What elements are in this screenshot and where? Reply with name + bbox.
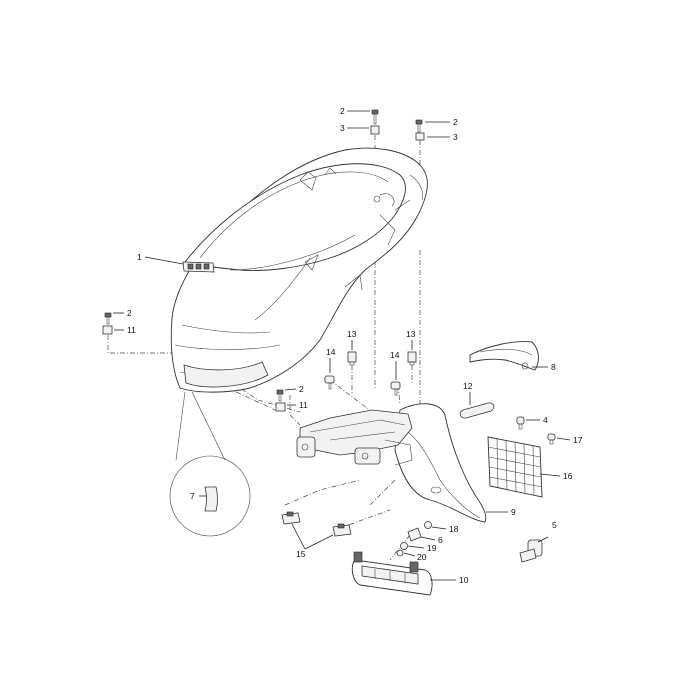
license-plate-light: [351, 551, 433, 596]
callout-12: 12: [463, 381, 473, 391]
callout-8: 8: [551, 362, 556, 372]
screw-17: [547, 433, 556, 445]
washer-19: [400, 542, 408, 550]
nut-13-left: [347, 351, 357, 366]
spacer-6: [407, 527, 422, 542]
callout-11: 11: [299, 400, 308, 410]
callout-13: 13: [406, 329, 416, 339]
callout-16: 16: [563, 471, 573, 481]
license-plate-bracket: [296, 409, 413, 466]
nut-11-left: [102, 325, 113, 335]
callout-13: 13: [347, 329, 357, 339]
detail-callout-7: [169, 391, 251, 537]
callout-3: 3: [453, 132, 458, 142]
callout-19: 19: [427, 543, 437, 553]
callout-7: 7: [190, 491, 195, 501]
callout-4: 4: [543, 415, 548, 425]
callout-labels: 1 2 3 2 3 2 11 13 13 14 14 2 11 8 12 4 1…: [127, 106, 583, 585]
callout-17: 17: [573, 435, 583, 445]
screw-14-left: [324, 375, 335, 390]
screw-2-mid: [276, 389, 284, 402]
callout-20: 20: [417, 552, 427, 562]
screw-2-left: [104, 312, 112, 325]
callout-2: 2: [299, 384, 304, 394]
clip-nuts: [281, 511, 352, 537]
nut-11-mid: [275, 402, 286, 412]
nut-13-right: [407, 351, 417, 366]
callout-15: 15: [296, 549, 306, 559]
callout-2: 2: [453, 117, 458, 127]
license-plate-grid: [487, 436, 543, 498]
screw-20: [396, 549, 404, 557]
callout-10: 10: [459, 575, 469, 585]
nut-3-top-right: [415, 132, 425, 141]
nut-3-top-left: [370, 125, 380, 135]
cowl-switch-block: [182, 261, 215, 273]
callout-9: 9: [511, 507, 516, 517]
callout-14: 14: [390, 350, 400, 360]
screw-4: [516, 416, 525, 430]
callout-2: 2: [340, 106, 345, 116]
reflector: [459, 402, 495, 419]
callout-1: 1: [137, 252, 142, 262]
leader-lines: [113, 110, 571, 581]
rear-body-cowl: [170, 147, 428, 393]
screw-14-right: [390, 381, 401, 396]
screw-2-top-right: [415, 119, 423, 133]
callout-6: 6: [438, 535, 443, 545]
fasteners: [102, 109, 556, 557]
callout-3: 3: [340, 123, 345, 133]
callout-18: 18: [449, 524, 459, 534]
callout-5: 5: [552, 520, 557, 530]
callout-14: 14: [326, 347, 336, 357]
callout-11: 11: [127, 325, 136, 335]
rubber-plug: [519, 539, 543, 563]
rear-mudguard: [394, 403, 487, 523]
callout-2: 2: [127, 308, 132, 318]
screw-2-top-left: [371, 109, 379, 125]
nut-18: [424, 521, 432, 529]
tail-light-cover: [469, 341, 539, 371]
